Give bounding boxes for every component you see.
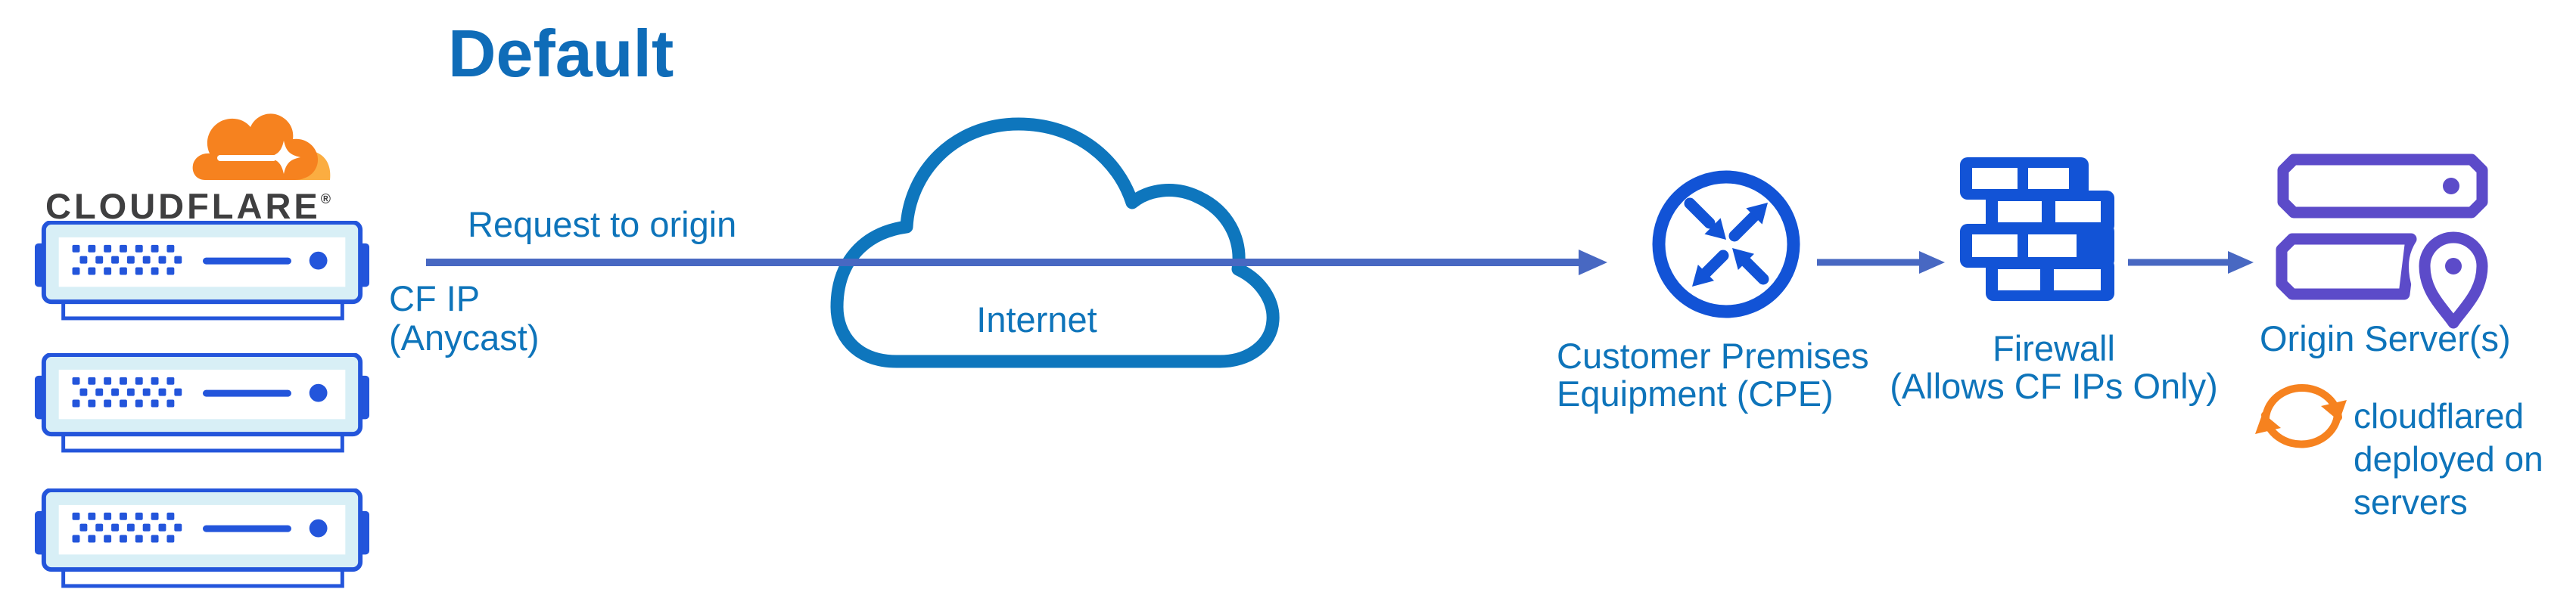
sync-arrows-icon (2255, 384, 2347, 448)
firewall-label-line2: (Allows CF IPs Only) (1890, 366, 2218, 406)
location-pin-icon (2409, 222, 2498, 339)
origin-servers-icon (2276, 154, 2498, 339)
internet-label: Internet (976, 299, 1097, 340)
firewall-to-origin-arrow (2128, 251, 2254, 274)
firewall-bricks-icon (1960, 157, 2114, 301)
registered-trademark-symbol: ® (320, 191, 331, 206)
cf-ip-label-line2: (Anycast) (389, 318, 540, 358)
cloudflare-wordmark-text: CLOUDFLARE (45, 186, 321, 226)
cloudflared-note-line3: servers (2354, 482, 2468, 522)
page-title: Default (448, 16, 674, 91)
cpe-label: Customer Premises Equipment (CPE) (1557, 337, 1869, 413)
request-to-origin-label: Request to origin (468, 204, 737, 244)
cloudflare-logo-icon (192, 113, 331, 180)
request-arrow (426, 250, 1607, 275)
firewall-label-line1: Firewall (1993, 328, 2115, 368)
cloudflared-note-line2: deployed on (2354, 439, 2543, 479)
cpe-router-icon (1652, 170, 1800, 318)
cloudflared-note: cloudflared deployed on servers (2354, 395, 2543, 524)
cloudflare-edge-server-icon (35, 222, 369, 318)
cloudflare-wordmark: CLOUDFLARE® (45, 181, 331, 224)
origin-servers-label: Origin Server(s) (2260, 318, 2511, 358)
cpe-label-line1: Customer Premises (1557, 336, 1869, 376)
cpe-label-line2: Equipment (CPE) (1557, 374, 1834, 414)
cpe-to-firewall-arrow (1817, 251, 1945, 274)
firewall-label: Firewall (Allows CF IPs Only) (1865, 330, 2243, 405)
cloudflared-note-line1: cloudflared (2354, 396, 2525, 436)
cloudflare-edge-server-icon (35, 490, 369, 586)
cloudflare-edge-server-icon (35, 355, 369, 451)
internet-cloud-icon (830, 117, 1280, 368)
cf-ip-anycast-label: CF IP (Anycast) (389, 279, 540, 358)
cf-ip-label-line1: CF IP (389, 278, 481, 318)
